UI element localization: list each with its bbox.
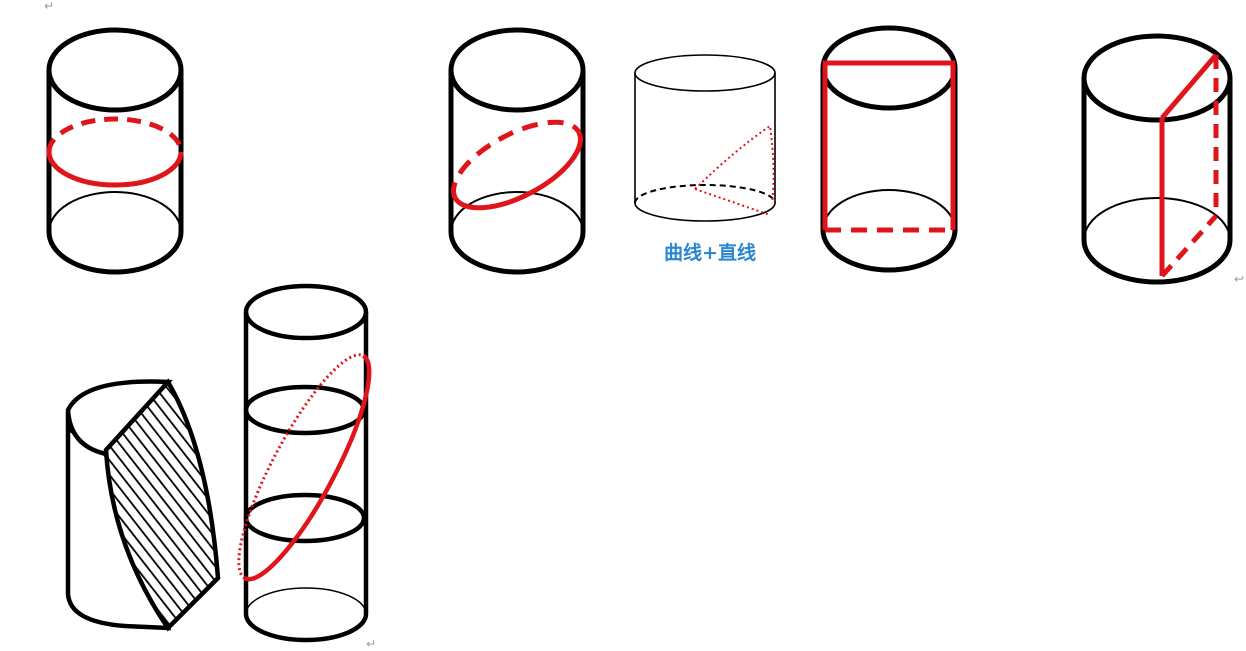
oblique-section-front — [243, 353, 372, 582]
cylinder-bottom-front-arc — [46, 231, 184, 275]
cylinder-offaxis-rectangle-section — [1081, 33, 1233, 285]
cylinder-bottom-front-arc — [634, 202, 776, 222]
cylinder-bottom-back-arc — [245, 587, 367, 615]
cylinder-top-ellipse — [1081, 33, 1233, 123]
cylinder-bottom-front-arc — [1081, 239, 1233, 285]
section-dotted-base-line — [694, 188, 771, 216]
cylinder-bottom-back-arc — [48, 191, 182, 233]
cylinder-bottom-front-arc — [448, 231, 586, 275]
cylinder-top-ellipse — [243, 283, 369, 341]
cut-cylinder-hatched-section — [65, 378, 221, 632]
cylinder-curve-line-section — [634, 54, 776, 222]
cylinder-bottom-front-arc — [243, 613, 369, 643]
paragraph-mark-icon: ↵ — [366, 637, 377, 651]
section-top-edge — [1160, 53, 1218, 120]
oblique-section-back-dotted — [237, 353, 364, 580]
section-front-arc — [452, 130, 583, 211]
line-break-mark-icon: ↩ — [1234, 272, 1245, 286]
cylinder-top-ellipse — [46, 27, 184, 113]
section-front-arc — [46, 151, 184, 188]
section-back-dashed-arc — [451, 119, 582, 200]
label-curve-plus-line: 曲线+直线 — [664, 242, 756, 264]
cylinder-top-ellipse — [634, 54, 776, 92]
cylinder-top-ellipse — [820, 25, 958, 111]
cylinder-axial-rectangle-section — [820, 25, 958, 273]
cylinder-bottom-front-arc — [820, 229, 958, 273]
cylinder-horizontal-section — [46, 27, 184, 275]
section-bottom-dashed-edge — [1160, 214, 1218, 278]
section-back-dashed-arc — [46, 116, 184, 153]
upper-ring-ellipse — [243, 384, 367, 436]
tall-cylinder-two-sections — [237, 283, 372, 643]
cylinder-bottom-back-arc — [450, 191, 584, 233]
cylinder-bottom-back-arc — [822, 189, 956, 231]
lower-ring-ellipse — [243, 492, 367, 544]
cylinder-bottom-back-arc — [1083, 197, 1231, 241]
cylinder-bottom-back-dashed-arc — [634, 184, 776, 204]
paragraph-mark-icon: ↵ — [44, 0, 55, 13]
hatched-section-face — [103, 378, 221, 632]
cylinder-oblique-section — [448, 27, 586, 275]
section-dotted-curve — [694, 124, 775, 204]
cylinder-top-ellipse — [448, 27, 586, 113]
